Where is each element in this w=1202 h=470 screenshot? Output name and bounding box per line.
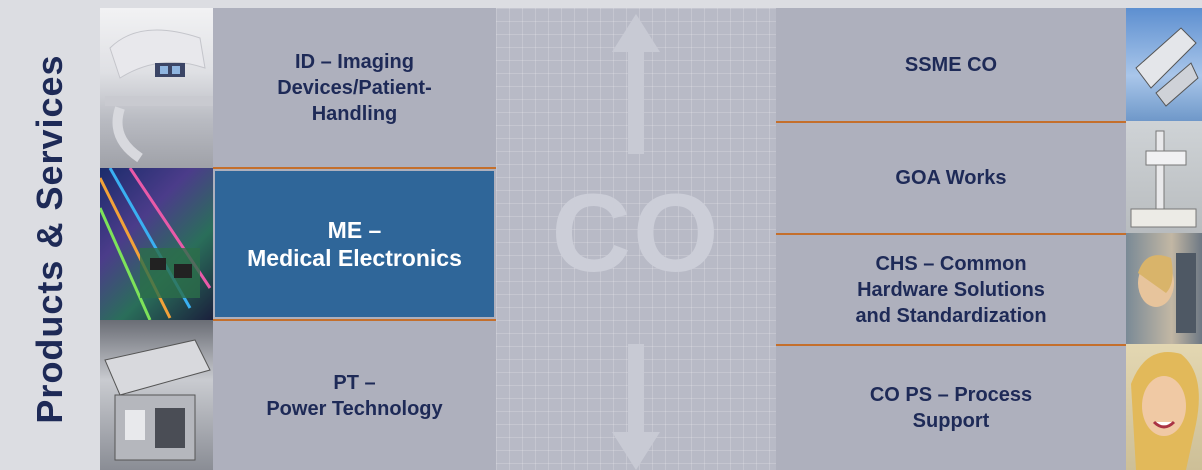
imaging-device-photo — [100, 8, 213, 168]
ssme-equipment-photo — [1126, 8, 1202, 121]
goa-works-panel: GOA Works — [776, 123, 1126, 233]
separator-line — [776, 121, 1126, 123]
co-watermark-label: CO — [551, 172, 721, 295]
imaging-device-illustration — [105, 29, 213, 163]
side-label-text: Products & Services — [29, 54, 70, 424]
co-ps-panel: CO PS – Process Support — [776, 346, 1126, 470]
chs-panel: CHS – Common Hardware Solutions and Stan… — [776, 235, 1126, 344]
arrow-down-icon — [612, 344, 660, 470]
power-technology-label: PT – Power Technology — [266, 371, 443, 420]
medical-electronics-panel: ME – Medical Electronics — [213, 169, 496, 319]
power-technology-panel: PT – Power Technology — [213, 321, 496, 470]
separator-line — [213, 167, 496, 169]
separator-line — [776, 344, 1126, 346]
side-label: Products & Services — [0, 8, 100, 470]
goa-works-photo — [1126, 121, 1202, 233]
chs-label: CHS – Common Hardware Solutions and Stan… — [855, 252, 1047, 327]
xray-stand-illustration — [1130, 130, 1197, 228]
person-illustration — [1138, 253, 1196, 333]
ssme-co-label: SSME CO — [904, 53, 998, 76]
imaging-devices-label: ID – Imaging Devices/Patient- Handling — [277, 51, 432, 125]
equipment-illustration — [1135, 27, 1199, 107]
goa-works-label: GOA Works — [895, 167, 1007, 189]
medical-electronics-highlight — [215, 171, 494, 317]
circuit-board-illustration — [100, 168, 212, 320]
chs-person-photo — [1126, 233, 1202, 344]
co-ps-label: CO PS – Process Support — [869, 384, 1033, 432]
smiling-person-illustration — [1131, 352, 1199, 470]
arrow-up-icon — [612, 14, 660, 154]
power-unit-illustration — [104, 339, 211, 461]
co-ps-person-photo — [1126, 344, 1202, 470]
ssme-co-panel: SSME CO — [776, 8, 1126, 121]
electronics-photo — [100, 168, 213, 320]
separator-line — [213, 319, 496, 321]
separator-line — [776, 233, 1126, 235]
power-unit-photo — [100, 320, 213, 470]
imaging-devices-panel: ID – Imaging Devices/Patient- Handling — [213, 8, 496, 168]
medical-electronics-label: ME – Medical Electronics — [247, 217, 462, 271]
